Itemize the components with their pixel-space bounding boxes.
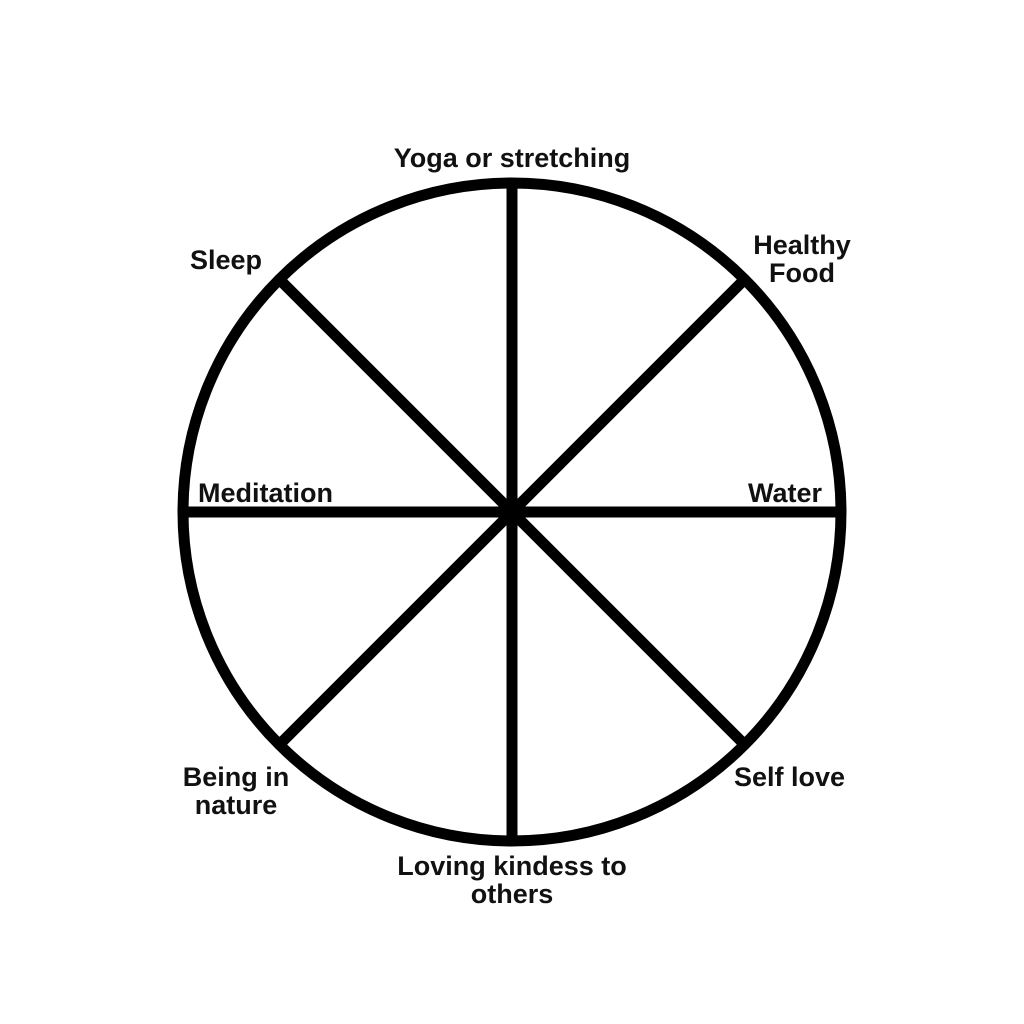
segment-label-water: Water <box>722 479 822 507</box>
segment-label-line: Self love <box>734 762 846 792</box>
segment-label-line: Food <box>769 258 835 288</box>
segment-label-healthy-food: Healthy Food <box>740 231 864 287</box>
segment-label-line: Yoga or stretching <box>393 143 631 173</box>
segment-label-line: Water <box>747 478 822 508</box>
segment-label-being-in-nature: Being in nature <box>168 763 304 819</box>
segment-label-yoga: Yoga or stretching <box>372 144 652 172</box>
segment-label-loving-kindness: Loving kindess to others <box>362 852 662 908</box>
segment-label-line: nature <box>194 790 278 820</box>
segment-label-line: others <box>470 879 554 909</box>
segment-label-sleep: Sleep <box>190 246 282 274</box>
segment-label-line: Healthy <box>753 230 851 260</box>
segment-label-self-love: Self love <box>734 763 872 791</box>
segment-label-meditation: Meditation <box>198 479 368 507</box>
segment-label-line: Being in <box>182 762 290 792</box>
segment-label-line: Meditation <box>198 478 333 508</box>
segment-label-line: Loving kindess to <box>397 851 627 881</box>
segment-label-line: Sleep <box>190 245 263 275</box>
spoke-diagonal-nw <box>275 275 749 749</box>
